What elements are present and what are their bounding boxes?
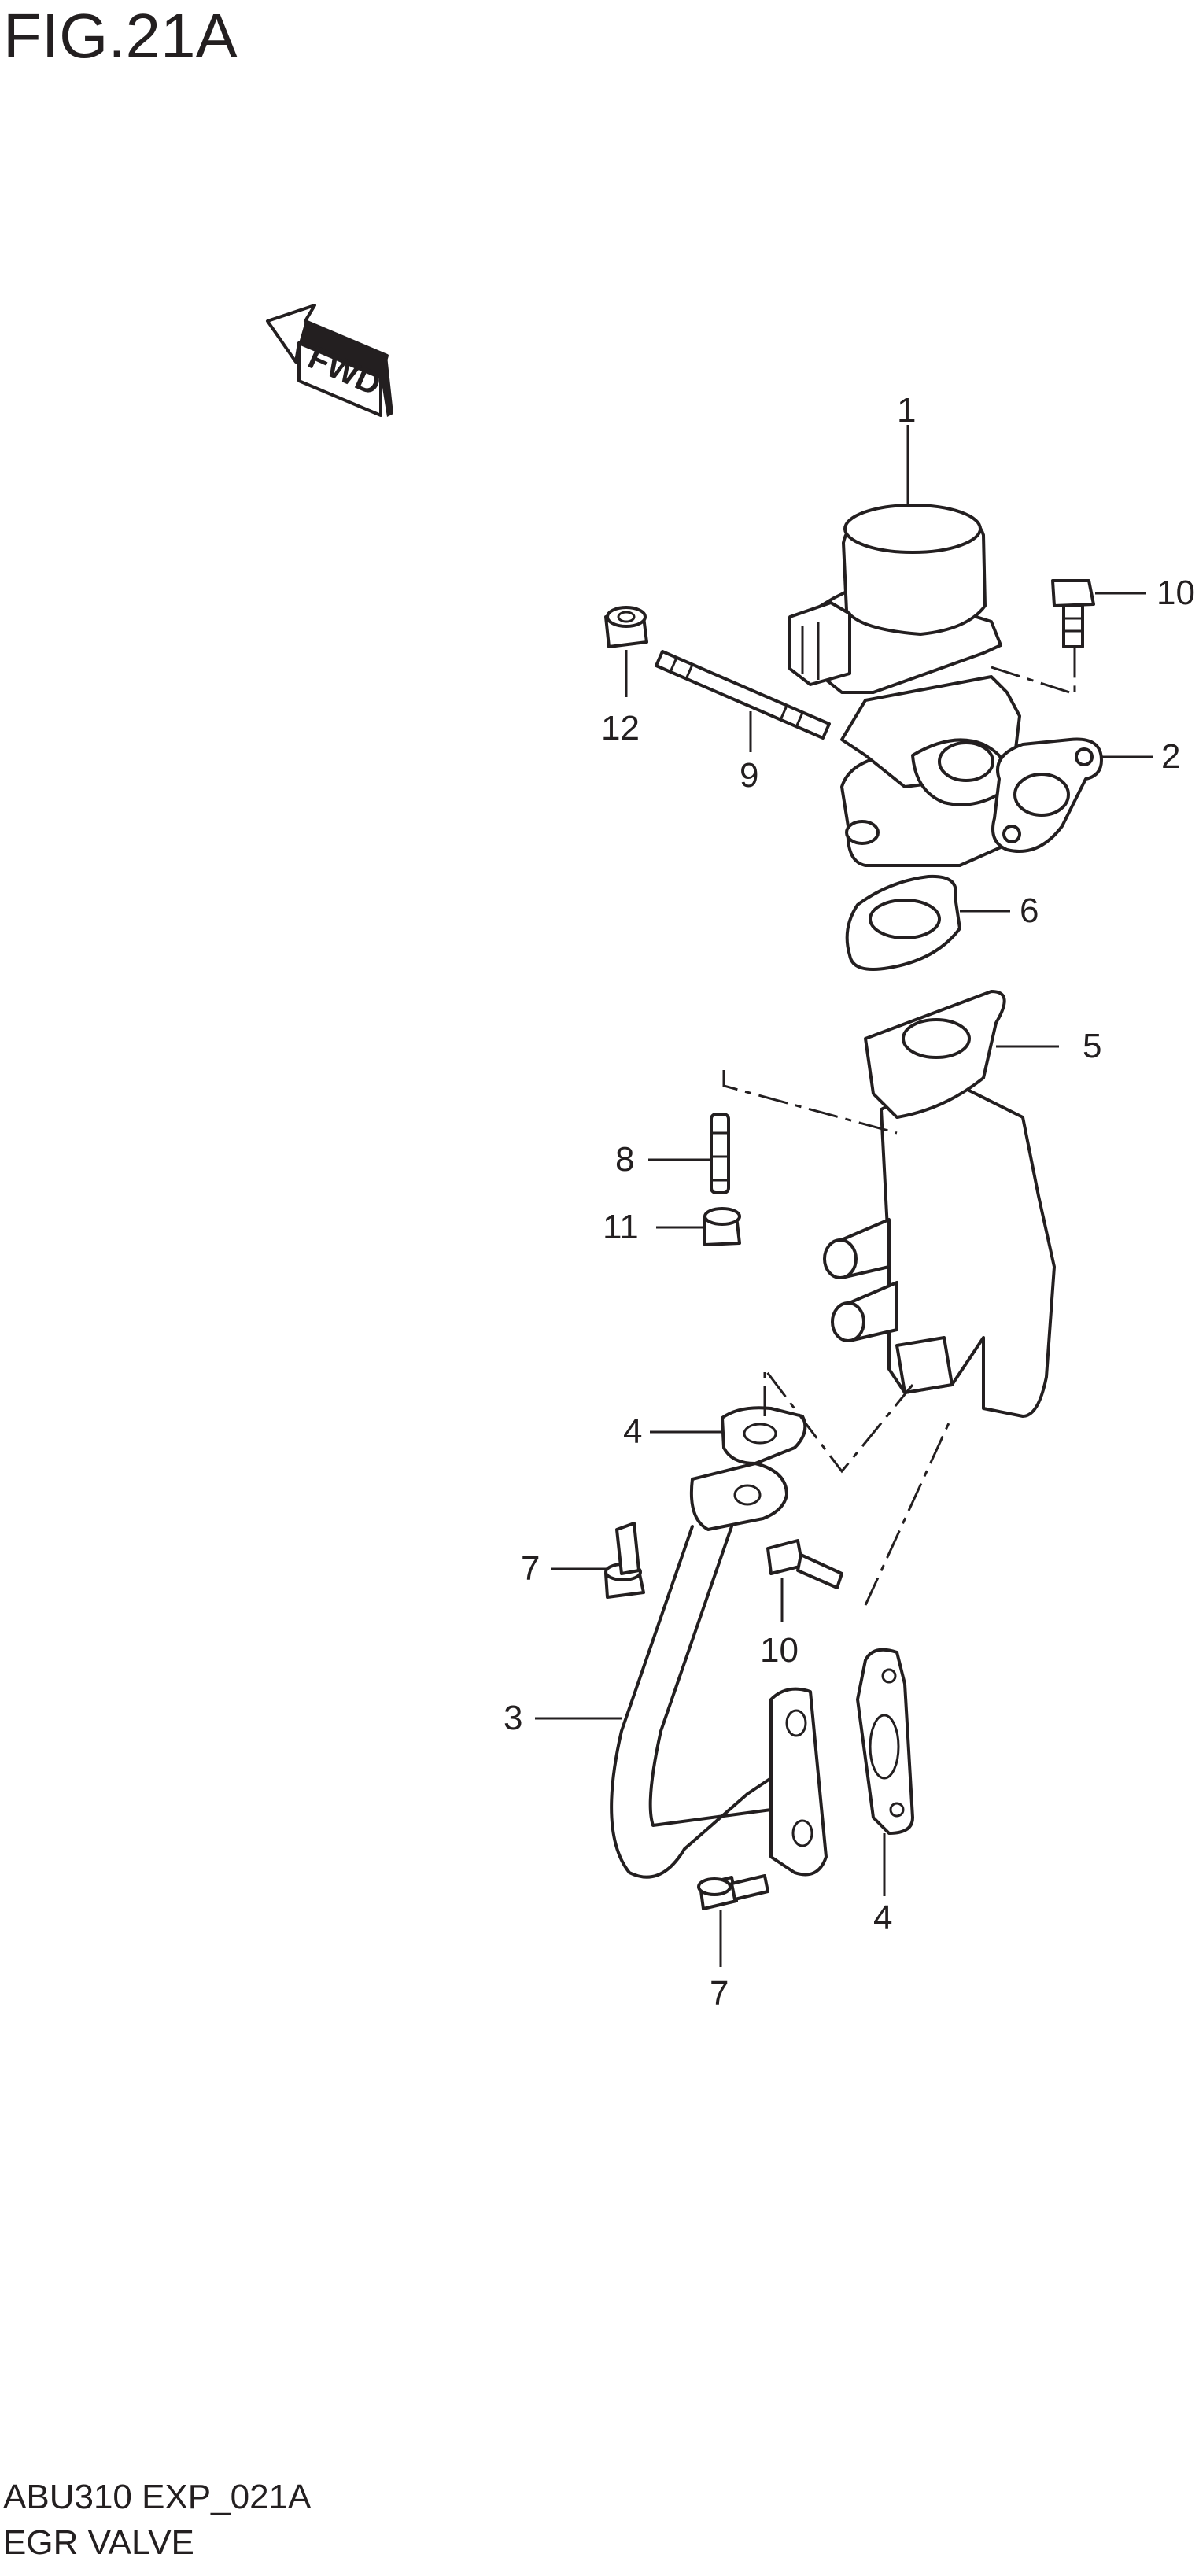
gasket-6 — [845, 874, 961, 971]
bolt-10-lower — [766, 1539, 843, 1589]
callout-10-lower: 10 — [760, 1631, 799, 1670]
callout-4-upper: 4 — [623, 1412, 642, 1451]
bolt-7-upper — [604, 1522, 645, 1599]
egr-pipe — [610, 1462, 828, 1879]
gasket-4-upper — [721, 1406, 807, 1465]
leader-lines — [535, 425, 1153, 1967]
callout-6: 6 — [1020, 891, 1039, 930]
callout-9: 9 — [740, 756, 758, 795]
callout-2: 2 — [1161, 737, 1180, 776]
callout-7-lower: 7 — [710, 1974, 729, 2013]
callout-7-upper: 7 — [521, 1549, 540, 1588]
nut-11 — [703, 1207, 741, 1246]
callout-11: 11 — [603, 1208, 639, 1246]
callout-labels: 1 10 2 12 9 6 5 8 11 4 7 10 3 4 7 — [504, 391, 1195, 2013]
nut-12 — [604, 606, 648, 648]
gasket-4-lower — [856, 1648, 914, 1835]
callout-12: 12 — [601, 709, 640, 747]
callout-10-upper: 10 — [1157, 574, 1195, 612]
stud-8 — [710, 1113, 730, 1194]
callout-3: 3 — [504, 1699, 522, 1737]
figure-code: ABU310 EXP_021A — [3, 2478, 312, 2516]
callout-1: 1 — [897, 391, 916, 430]
gasket-2 — [991, 737, 1103, 853]
figure-title: FIG.21A — [3, 1, 238, 71]
callout-8: 8 — [615, 1140, 634, 1179]
egr-valve-body — [788, 504, 1032, 867]
figure-name: EGR VALVE — [3, 2523, 194, 2562]
assembly-lines — [722, 647, 1076, 1606]
bolt-7-lower — [697, 1874, 769, 1910]
bolt-10-upper — [1051, 579, 1095, 648]
callout-4-lower: 4 — [873, 1899, 892, 1937]
stud-bolt-9 — [655, 650, 831, 740]
callout-5: 5 — [1083, 1027, 1101, 1065]
egr-cooler-housing — [823, 990, 1056, 1418]
fwd-arrow-icon: FWD — [266, 304, 393, 417]
